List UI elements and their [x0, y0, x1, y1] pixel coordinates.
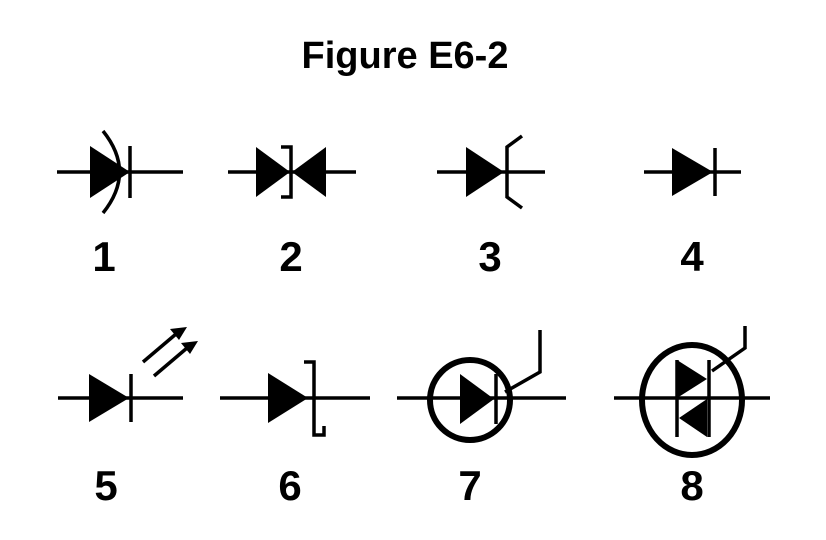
- bidirectional-diode-icon: [228, 145, 356, 199]
- symbol-label-4: 4: [680, 233, 704, 280]
- light-arrow-icon: [141, 327, 198, 378]
- diode-icon: [644, 148, 741, 196]
- symbol-label-1: 1: [92, 233, 115, 280]
- symbol-label-8: 8: [680, 462, 703, 509]
- symbol-label-6: 6: [278, 462, 301, 509]
- led-icon: [58, 327, 198, 422]
- phototransistor-icon: [397, 330, 566, 443]
- varactor-diode-icon: [57, 129, 183, 215]
- figure-title: Figure E6-2: [302, 35, 509, 77]
- symbol-label-5: 5: [94, 462, 117, 509]
- symbol-label-2: 2: [279, 233, 302, 280]
- triac-icon: [614, 326, 770, 458]
- symbol-label-3: 3: [478, 233, 501, 280]
- symbol-label-7: 7: [458, 462, 481, 509]
- schottky-diode-icon: [437, 134, 545, 210]
- zener-diode-icon: [220, 360, 370, 437]
